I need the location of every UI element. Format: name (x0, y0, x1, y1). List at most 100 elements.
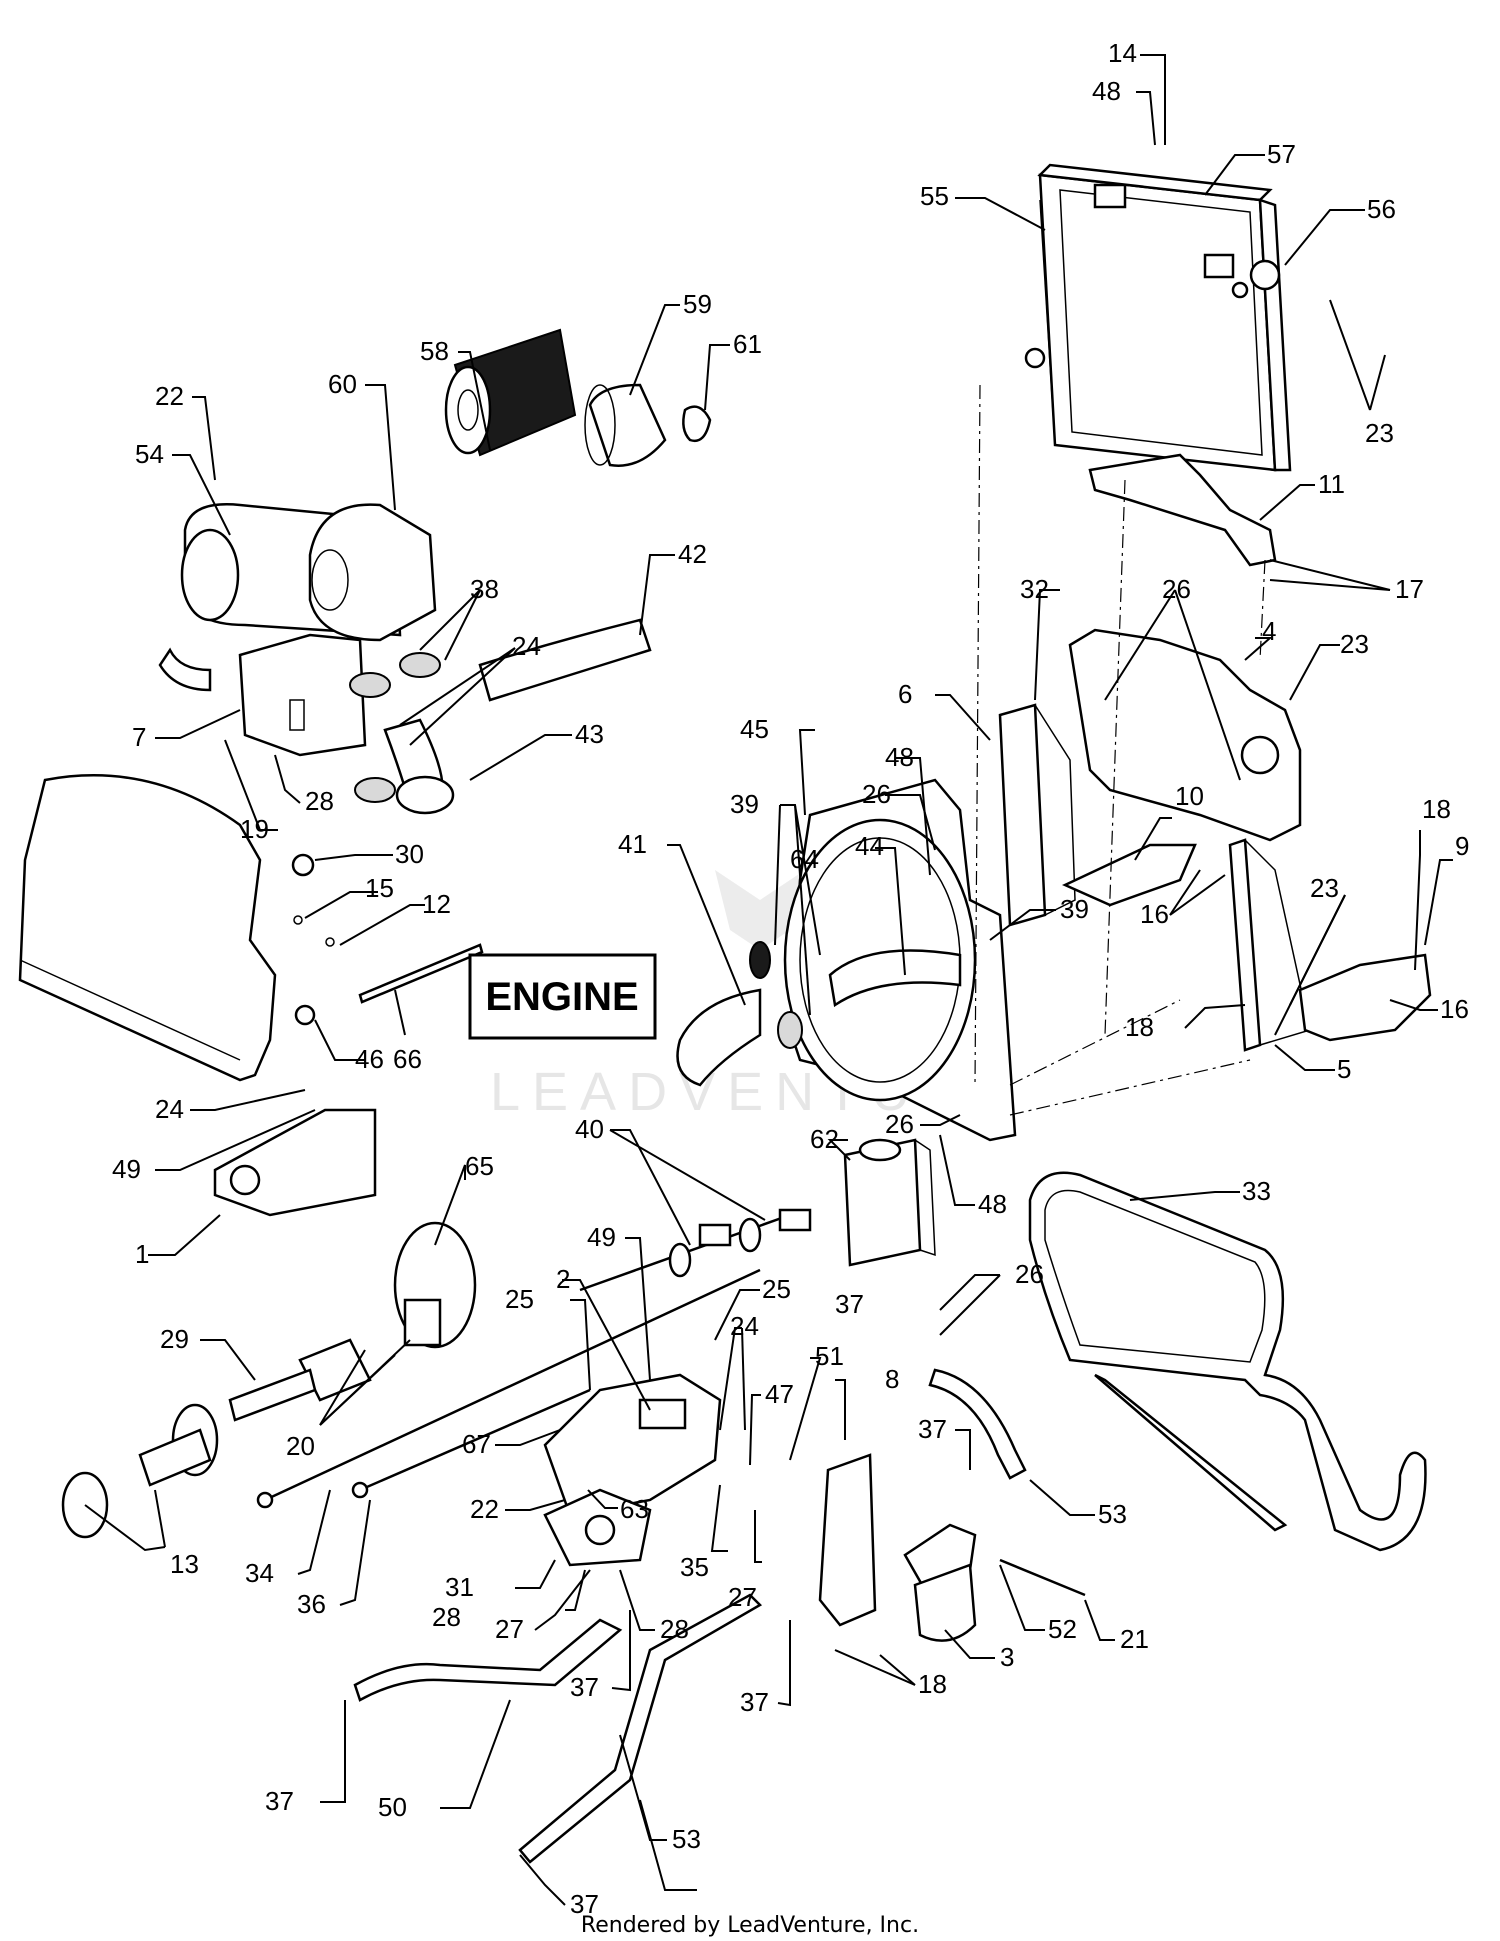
callout-44: 44 (855, 831, 884, 861)
callout-64: 64 (790, 844, 819, 874)
alignment-lines (974, 384, 1266, 1116)
rod-40 (579, 1208, 812, 1292)
callout-58: 58 (420, 336, 449, 366)
callout-13: 13 (170, 1549, 199, 1579)
coolant-reservoir-62 (843, 1138, 936, 1267)
plate-8 (818, 1453, 877, 1627)
callout-23: 23 (1365, 418, 1394, 448)
callout-48: 48 (1092, 76, 1121, 106)
clamps-38 (349, 652, 441, 803)
callout-2: 2 (556, 1264, 570, 1294)
callout-4: 4 (1262, 616, 1276, 646)
engine-side-plate (18, 774, 277, 1082)
callout-21: 21 (1120, 1624, 1149, 1654)
callout-23: 23 (1340, 629, 1369, 659)
bracket-6-32 (998, 703, 1076, 927)
callout-29: 29 (160, 1324, 189, 1354)
callout-1: 1 (135, 1239, 149, 1269)
mount-bracket-2 (543, 1373, 722, 1567)
callout-labels: 14 48 57 55 56 23 11 17 59 61 58 22 60 5… (112, 38, 1469, 1919)
callout-59: 59 (683, 289, 712, 319)
callout-22: 22 (470, 1494, 499, 1524)
leader-lines (84, 54, 1453, 1906)
callout-20: 20 (286, 1431, 315, 1461)
callout-28: 28 (660, 1614, 689, 1644)
callout-16: 16 (1140, 899, 1169, 929)
callout-54: 54 (135, 439, 164, 469)
callout-39: 39 (1060, 894, 1089, 924)
cables-34-36 (256, 1268, 761, 1509)
callout-26: 26 (1162, 574, 1191, 604)
callout-47: 47 (765, 1379, 794, 1409)
callout-27: 27 (495, 1614, 524, 1644)
callout-60: 60 (328, 369, 357, 399)
callout-26: 26 (1015, 1259, 1044, 1289)
callout-40: 40 (575, 1114, 604, 1144)
hose-53-lower (518, 1593, 763, 1864)
callout-61: 61 (733, 329, 762, 359)
callout-31: 31 (445, 1572, 474, 1602)
callout-14: 14 (1108, 38, 1137, 68)
callout-18: 18 (918, 1669, 947, 1699)
section-label-box: ENGINE (468, 953, 657, 1040)
callout-39: 39 (730, 789, 759, 819)
callout-38: 38 (470, 574, 499, 604)
callout-50: 50 (378, 1792, 407, 1822)
driveshaft (61, 1221, 477, 1539)
callout-37: 37 (570, 1672, 599, 1702)
callout-41: 41 (618, 829, 647, 859)
callout-62: 62 (810, 1124, 839, 1154)
bracket-5-9 (1228, 838, 1432, 1052)
callout-11: 11 (1318, 469, 1345, 499)
callout-34: 34 (245, 1558, 274, 1588)
callout-48: 48 (885, 742, 914, 772)
bracket-7 (238, 633, 367, 757)
callout-67: 67 (462, 1429, 491, 1459)
callout-52: 52 (1048, 1614, 1077, 1644)
callout-18: 18 (1422, 794, 1451, 824)
callout-18: 18 (1125, 1012, 1154, 1042)
callout-7: 7 (132, 722, 146, 752)
callout-53: 53 (1098, 1499, 1127, 1529)
radiator (1024, 163, 1292, 472)
hose-50 (353, 1618, 623, 1702)
callout-57: 57 (1267, 139, 1296, 169)
callout-66: 66 (393, 1044, 422, 1074)
callout-36: 36 (297, 1589, 326, 1619)
callout-28: 28 (432, 1602, 461, 1632)
callout-24: 24 (730, 1311, 759, 1341)
hose-53-upper (928, 1368, 1027, 1480)
callout-24: 24 (155, 1094, 184, 1124)
callout-32: 32 (1020, 574, 1049, 604)
small-hardware (291, 853, 484, 1026)
callout-15: 15 (365, 873, 394, 903)
callout-26: 26 (862, 779, 891, 809)
callout-22: 22 (155, 381, 184, 411)
air-cleaner (158, 503, 437, 692)
clamps-64 (749, 941, 803, 1049)
callout-28: 28 (305, 786, 334, 816)
bracket-11 (1088, 453, 1277, 567)
callout-16: 16 (1440, 994, 1469, 1024)
callout-27: 27 (728, 1582, 757, 1612)
footer-credit: Rendered by LeadVenture, Inc. (581, 1913, 919, 1938)
callout-24: 24 (512, 631, 541, 661)
callout-55: 55 (920, 181, 949, 211)
hose-42-43 (383, 618, 652, 815)
callout-37: 37 (570, 1889, 599, 1919)
callout-49: 49 (587, 1222, 616, 1252)
callout-46: 46 (355, 1044, 384, 1074)
section-label: ENGINE (485, 975, 638, 1019)
callout-45: 45 (740, 714, 769, 744)
callout-12: 12 (422, 889, 451, 919)
callout-25: 25 (762, 1274, 791, 1304)
callout-17: 17 (1395, 574, 1424, 604)
callout-23: 23 (1310, 873, 1339, 903)
callout-19: 19 (240, 814, 269, 844)
hose-41 (676, 988, 762, 1087)
callout-35: 35 (680, 1552, 709, 1582)
engine-mount-1 (213, 1108, 377, 1217)
plate-10 (1061, 843, 1197, 907)
fan-shroud-45 (783, 778, 1017, 1142)
